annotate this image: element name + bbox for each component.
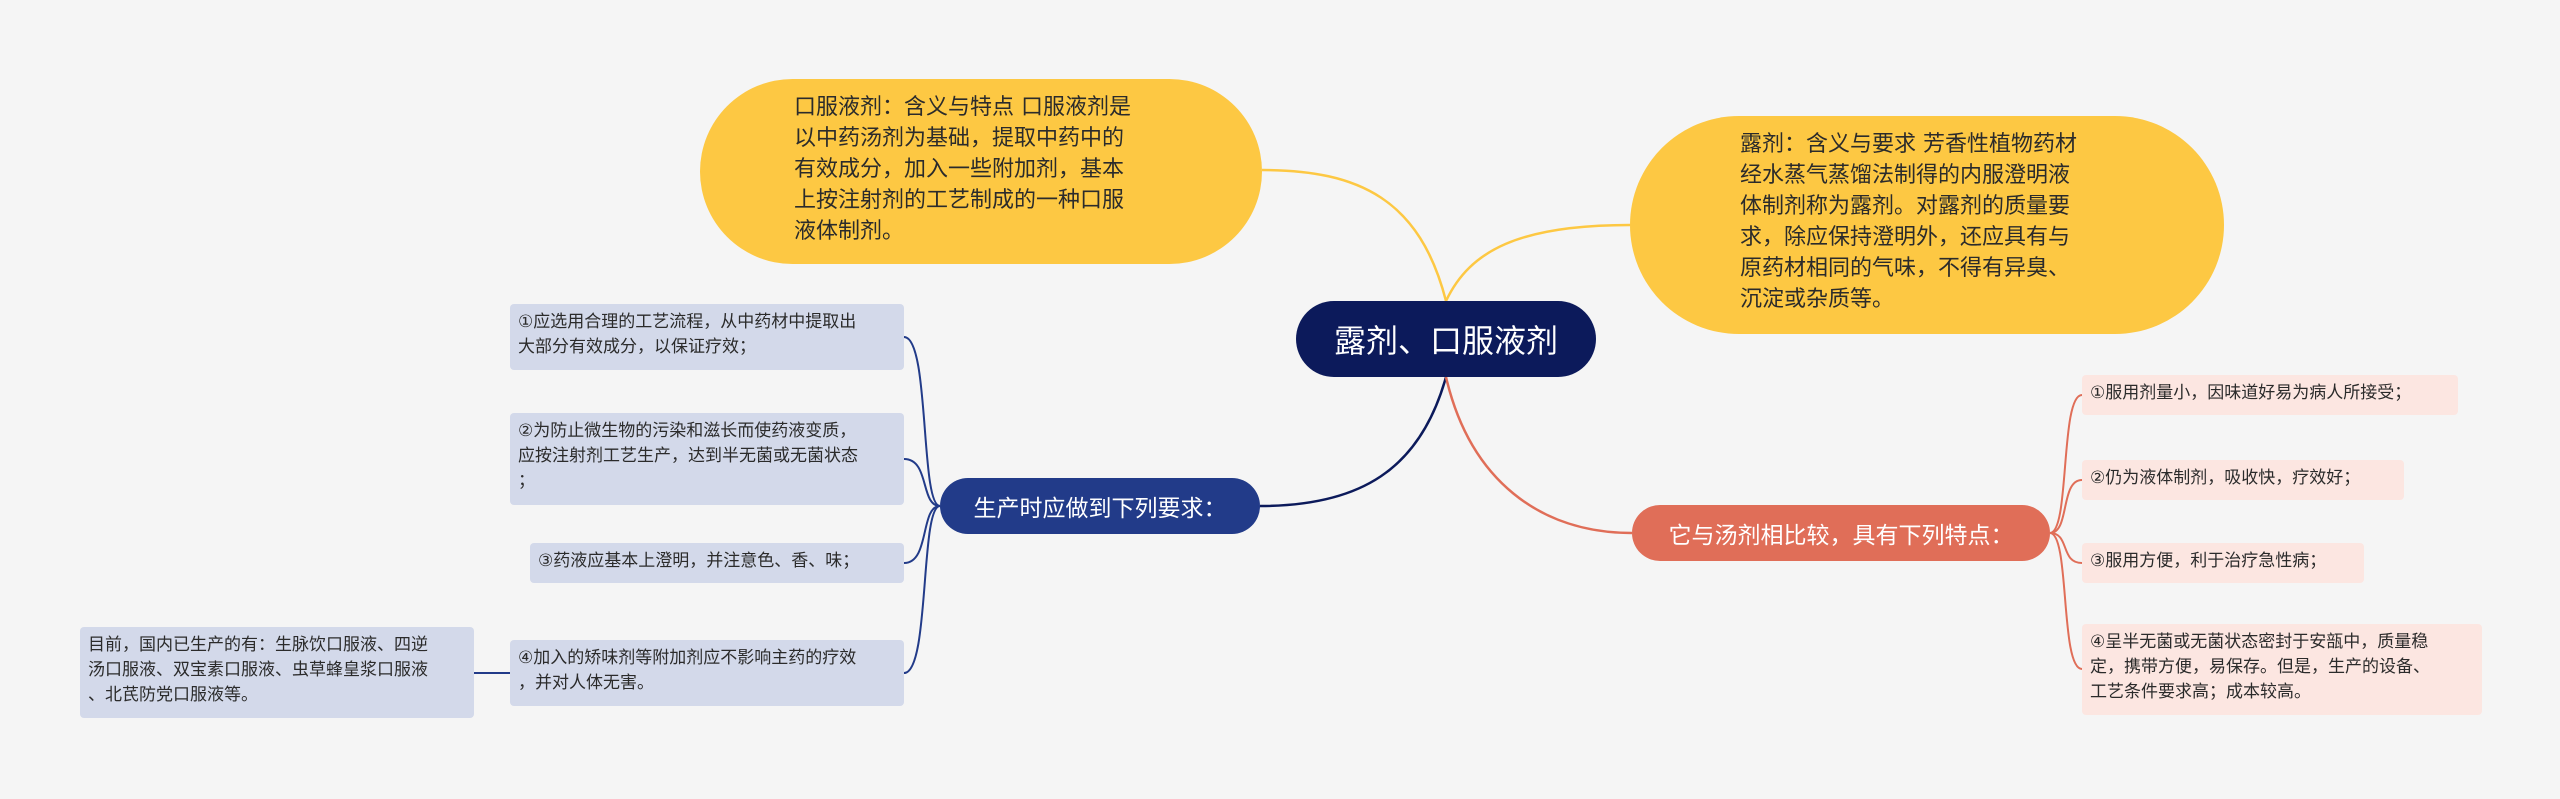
comparison-item-1[interactable]: ①服用剂量小，因味道好易为病人所接受； [2082,375,2458,415]
link-root-lu [1444,223,1631,302]
production-requirements-node[interactable]: 生产时应做到下列要求： [940,478,1260,534]
link-root-oral [1261,168,1448,302]
link-comp-c2 [2049,479,2083,534]
link-prod-p4 [903,505,941,674]
oral-liquid-node[interactable]: 口服液剂：含义与特点 口服液剂是 以中药汤剂为基础，提取中药中的 有效成分，加入… [700,79,1262,264]
link-prod-p3 [903,505,941,564]
current-products-node[interactable]: 目前，国内已生产的有：生脉饮口服液、四逆 汤口服液、双宝素口服液、虫草蜂皇浆口服… [80,627,474,718]
distillate-text: 露剂：含义与要求 芳香性植物药材 经水蒸气蒸馏法制得的内服澄明液 体制剂称为露剂… [1740,132,2077,312]
link-prod-p2 [903,458,941,507]
production-item-4[interactable]: ④加入的矫味剂等附加剂应不影响主药的疗效 ，并对人体无害。 [510,640,904,706]
distillate-node[interactable]: 露剂：含义与要求 芳香性植物药材 经水蒸气蒸馏法制得的内服澄明液 体制剂称为露剂… [1630,116,2224,334]
production-item-1[interactable]: ①应选用合理的工艺流程，从中药材中提取出 大部分有效成分，以保证疗效； [510,304,904,370]
link-root-comp [1444,376,1633,535]
link-comp-c1 [2049,394,2083,534]
link-comp-c3 [2049,532,2083,564]
production-item-3[interactable]: ③药液应基本上澄明，并注意色、香、味； [530,543,904,583]
comparison-item-3[interactable]: ③服用方便，利于治疗急性病； [2082,543,2364,583]
oral-liquid-text: 口服液剂：含义与特点 口服液剂是 以中药汤剂为基础，提取中药中的 有效成分，加入… [794,95,1131,244]
comparison-item-2[interactable]: ②仍为液体制剂，吸收快，疗效好； [2082,460,2404,500]
comparison-item-4[interactable]: ④呈半无菌或无菌状态密封于安瓿中，质量稳 定，携带方便，易保存。但是，生产的设备… [2082,624,2482,715]
link-prod-p1 [903,336,941,507]
root-node[interactable]: 露剂、口服液剂 [1296,301,1596,377]
comparison-features-node[interactable]: 它与汤剂相比较，具有下列特点： [1632,505,2050,561]
link-root-prod [1259,376,1448,508]
production-item-2[interactable]: ②为防止微生物的污染和滋长而使药液变质， 应按注射剂工艺生产，达到半无菌或无菌状… [510,413,904,505]
link-comp-c4 [2049,532,2083,670]
